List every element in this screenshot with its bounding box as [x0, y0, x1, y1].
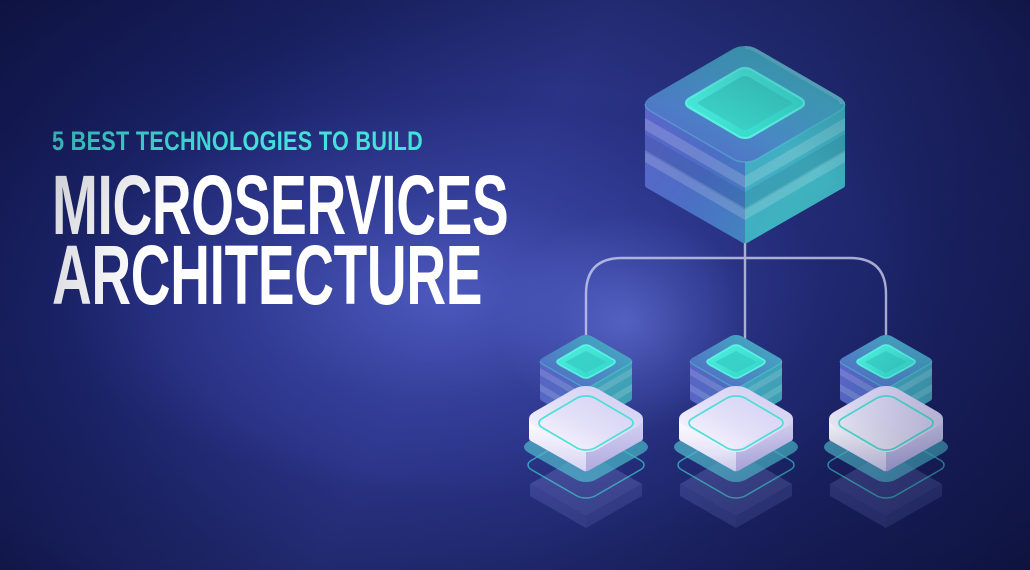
eyebrow-text: 5 BEST TECHNOLOGIES TO BUILD: [52, 126, 423, 156]
page-title-line-2: ARCHITECTURE: [52, 228, 483, 323]
headline-block: 5 BEST TECHNOLOGIES TO BUILD MICROSERVIC…: [52, 126, 522, 323]
